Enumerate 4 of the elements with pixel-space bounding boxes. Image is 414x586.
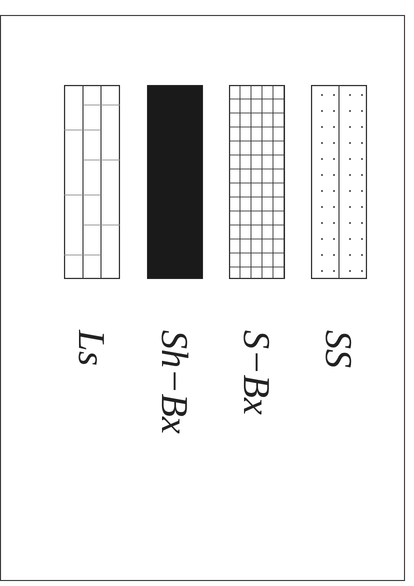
legend-label: Ls: [72, 330, 110, 366]
legend-label: S−Bx: [237, 330, 275, 415]
legend-label: Sh−Bx: [155, 330, 193, 434]
legend-label: SS: [319, 330, 357, 368]
